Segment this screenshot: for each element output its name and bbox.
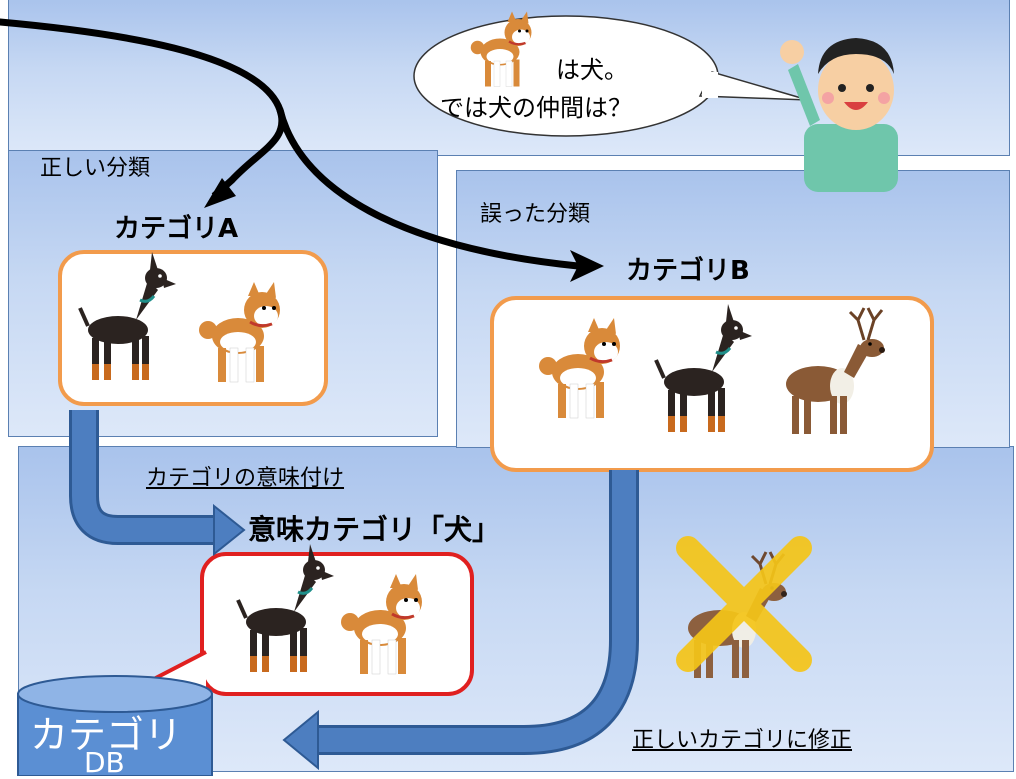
waving-boy-icon [780,38,898,192]
category-b-reindeer-icon [784,306,887,436]
labeling-caption: カテゴリの意味付け [146,466,345,491]
semantic-doberman-icon [236,542,336,674]
semantic-category-label: 意味カテゴリ「犬」 [248,513,501,546]
semantic-shiba-icon [339,572,424,676]
arrow-to-category-b [276,106,582,270]
speech-line-2: では犬の仲間は？ [440,94,632,122]
category-b-shiba-icon [537,316,622,420]
category-b-doberman-icon [654,302,754,434]
semantic-category-box [200,552,474,696]
correction-caption: 正しいカテゴリに修正 [632,728,853,753]
incorrect-classification-caption: 誤った分類 [480,202,591,227]
reject-cross-icon [676,536,812,672]
category-b-label: カテゴリB [626,256,750,286]
source-curve [0,18,286,184]
category-a-label: カテゴリA [114,214,239,244]
speech-line-1: は犬。 [556,56,628,84]
correct-classification-caption: 正しい分類 [40,156,151,181]
database-cylinder-icon [17,675,213,776]
arrowhead-b [570,250,604,282]
category-a-shiba-icon [197,280,282,384]
category-a-doberman-icon [78,250,178,382]
database-label-line2: DB [84,746,125,779]
database-label-line1: カテゴリ [30,713,183,757]
